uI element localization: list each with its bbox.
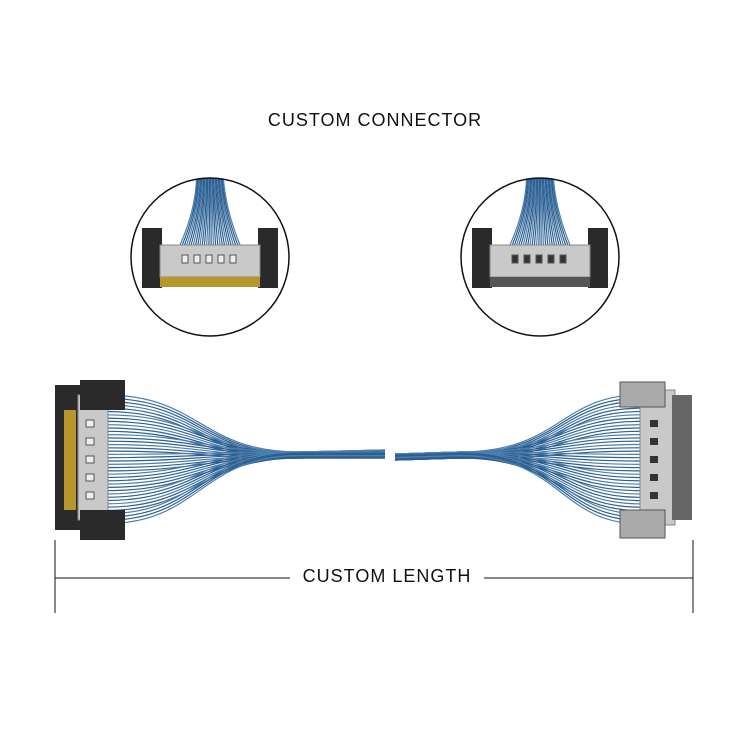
custom-connector-label: CUSTOM CONNECTOR [267, 110, 483, 130]
cable-assembly [55, 380, 692, 540]
left-connector-detail [130, 177, 290, 337]
right-connector-detail [460, 177, 620, 337]
custom-length-label: CUSTOM LENGTH [290, 566, 484, 587]
